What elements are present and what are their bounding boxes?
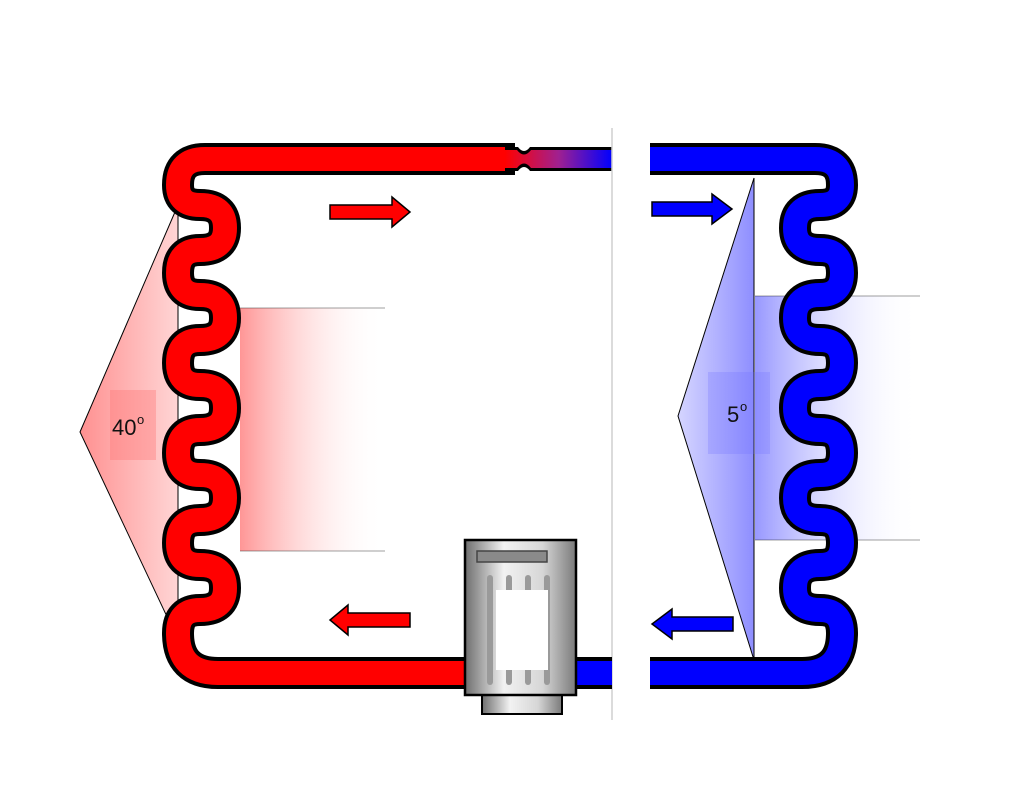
cold-temperature-label: 5 o bbox=[708, 372, 770, 454]
condenser-warm-air bbox=[240, 307, 385, 552]
flow-arrow-top-left bbox=[329, 195, 412, 229]
cold-refrigerant-pipe bbox=[650, 143, 858, 689]
hot-temperature-degree: o bbox=[137, 412, 144, 427]
compressor bbox=[463, 538, 578, 715]
hot-temperature-label: 40 o bbox=[110, 390, 156, 460]
cold-temperature-degree: o bbox=[740, 399, 747, 414]
hot-refrigerant-pipe bbox=[162, 143, 521, 689]
compressor-inlet-pipe bbox=[575, 657, 612, 689]
cold-temperature-value: 5 bbox=[727, 402, 739, 427]
flow-arrow-bottom-right bbox=[650, 607, 734, 641]
expansion-valve bbox=[505, 147, 612, 171]
flow-arrow-top-right bbox=[651, 192, 734, 226]
hot-temperature-value: 40 bbox=[112, 415, 136, 440]
flow-arrow-bottom-left bbox=[328, 603, 411, 637]
evaporator-heat-fan bbox=[677, 177, 755, 661]
